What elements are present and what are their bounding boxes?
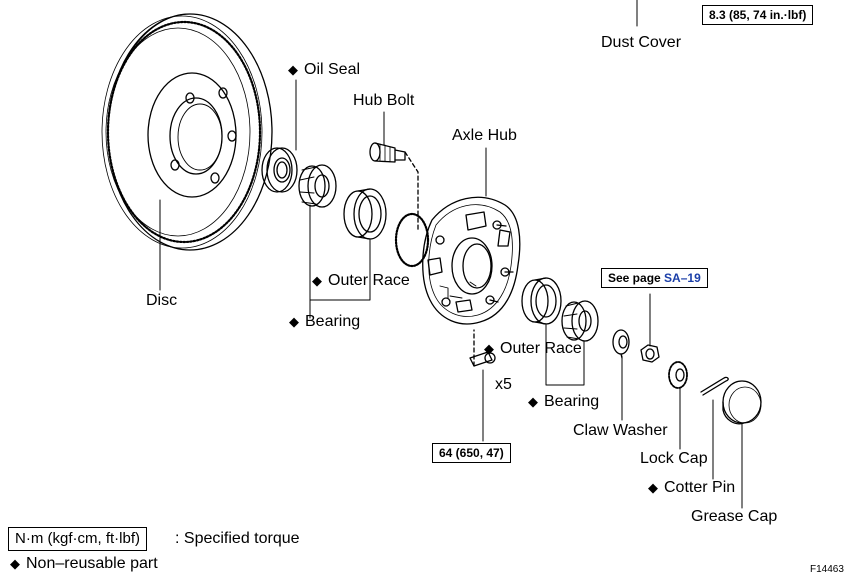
label-cotter-pin: ◆ Cotter Pin xyxy=(648,479,735,497)
outer-race-text: Outer Race xyxy=(328,272,410,289)
hub-bolt xyxy=(369,142,419,231)
label-bearing-inner: ◆ Bearing xyxy=(289,313,360,331)
cotter-pin-text: Cotter Pin xyxy=(664,479,736,496)
non-reusable-mark: ◆ xyxy=(528,394,538,409)
torque-dust-cover: 8.3 (85, 74 in.·lbf) xyxy=(702,5,814,25)
label-lock-cap: Lock Cap xyxy=(640,450,708,467)
outer-outer-race xyxy=(521,277,562,325)
see-page-prefix: See page xyxy=(608,271,661,285)
label-outer-race-inner: ◆ Outer Race xyxy=(312,272,410,290)
grease-cap xyxy=(722,380,762,425)
legend-non-reusable: ◆ Non–reusable part xyxy=(10,555,158,573)
hub-nut xyxy=(640,344,660,363)
axle-hub xyxy=(394,196,521,325)
label-hub-bolt: Hub Bolt xyxy=(353,92,415,109)
non-reusable-mark: ◆ xyxy=(648,480,658,495)
non-reusable-mark: ◆ xyxy=(288,62,298,77)
outer-race-text: Outer Race xyxy=(500,340,582,357)
outer-bearing xyxy=(561,300,599,342)
label-x5: x5 xyxy=(495,376,512,393)
label-claw-washer: Claw Washer xyxy=(573,422,668,439)
label-dust-cover: Dust Cover xyxy=(601,34,682,51)
figure-id: F14463 xyxy=(810,564,844,575)
non-reusable-mark: ◆ xyxy=(289,314,299,329)
label-outer-race-outer: ◆ Outer Race xyxy=(484,340,582,358)
claw-washer xyxy=(612,329,630,359)
non-reusable-mark: ◆ xyxy=(312,273,322,288)
label-axle-hub: Axle Hub xyxy=(452,127,517,144)
dust-cover-bolt xyxy=(469,329,496,367)
see-page-link[interactable]: SA–19 xyxy=(664,271,701,285)
legend-specified-torque: : Specified torque xyxy=(175,530,300,547)
lock-cap xyxy=(668,361,688,389)
oil-seal xyxy=(261,147,298,193)
label-disc: Disc xyxy=(146,292,178,309)
bearing-text: Bearing xyxy=(305,313,361,330)
see-page-reference: See page SA–19 xyxy=(601,268,708,288)
bearing-text: Bearing xyxy=(544,393,600,410)
inner-bearing xyxy=(298,164,337,208)
disc-rotor xyxy=(101,13,273,251)
legend-unit-box: N·m (kgf·cm, ft·lbf) xyxy=(8,527,147,551)
inner-outer-race xyxy=(343,188,387,240)
oil-seal-text: Oil Seal xyxy=(304,61,361,78)
non-reusable-text: Non–reusable part xyxy=(26,555,158,572)
label-bearing-outer: ◆ Bearing xyxy=(528,393,599,411)
label-oil-seal: ◆ Oil Seal xyxy=(288,61,360,79)
cotter-pin xyxy=(700,376,729,396)
non-reusable-mark: ◆ xyxy=(484,341,494,356)
non-reusable-mark: ◆ xyxy=(10,556,20,571)
torque-hub-bolts: 64 (650, 47) xyxy=(432,443,511,463)
leader-lines xyxy=(159,0,743,509)
label-grease-cap: Grease Cap xyxy=(691,508,778,525)
